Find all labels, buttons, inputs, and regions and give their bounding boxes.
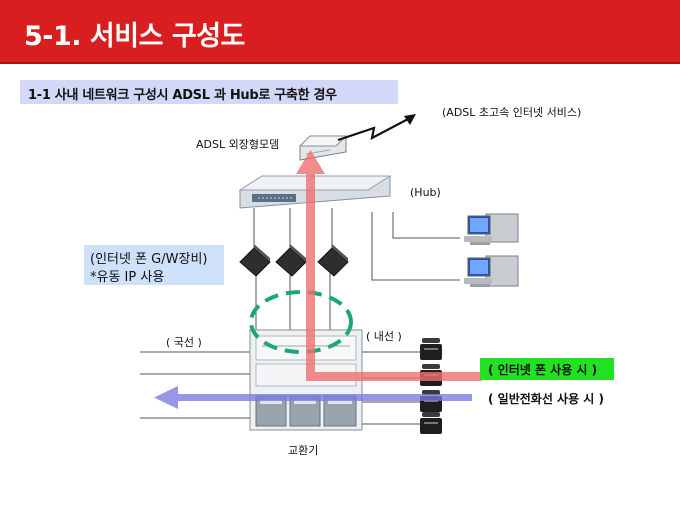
general-phone-label: ( 일반전화선 사용 시 ) [488, 392, 605, 406]
phone-1 [420, 338, 442, 360]
internet-link-zigzag [337, 117, 411, 142]
internet-phone-label: ( 인터넷 폰 사용 시 ) [488, 363, 598, 377]
adsl-modem-label: ADSL 외장형모뎀 [196, 138, 280, 151]
internet-phone-label-box: ( 인터넷 폰 사용 시 ) [480, 358, 614, 380]
extension-line-label: ( 내선 ) [366, 330, 402, 343]
internet-phone-path [296, 150, 482, 381]
gateway-info-box: (인터넷 폰 G/W장비) *유동 IP 사용 [84, 245, 224, 285]
hub-label: (Hub) [410, 186, 441, 199]
pc-2 [464, 255, 519, 287]
general-phone-path [154, 386, 472, 409]
pc-cable-2 [371, 212, 460, 281]
exchange-label: 교환기 [288, 444, 319, 457]
pc-1 [464, 213, 519, 245]
header-bar: 5-1. 서비스 구성도 [0, 0, 680, 62]
subtitle-text: 1-1 사내 네트워크 구성시 ADSL 과 Hub로 구축한 경우 [28, 88, 337, 103]
adsl-service-label: (ADSL 초고속 인터넷 서비스) [442, 106, 582, 119]
subtitle-banner: 1-1 사내 네트워크 구성시 ADSL 과 Hub로 구축한 경우 [20, 80, 398, 104]
trunk-line-label: ( 국선 ) [166, 336, 202, 349]
pc-cable-1 [392, 212, 460, 239]
gateway-highlight-ring [249, 290, 353, 354]
page-title: 5-1. 서비스 구성도 [24, 21, 245, 52]
header-divider [0, 62, 680, 64]
gateway-device-3 [317, 244, 349, 277]
gateway-device-1 [239, 244, 271, 277]
gateway-device-2 [275, 244, 307, 277]
gateway-info-line-1: (인터넷 폰 G/W장비) [90, 252, 208, 267]
gateway-info-line-2: *유동 IP 사용 [90, 270, 165, 285]
internet-link-arrowhead [404, 114, 416, 125]
phone-4 [420, 412, 442, 434]
